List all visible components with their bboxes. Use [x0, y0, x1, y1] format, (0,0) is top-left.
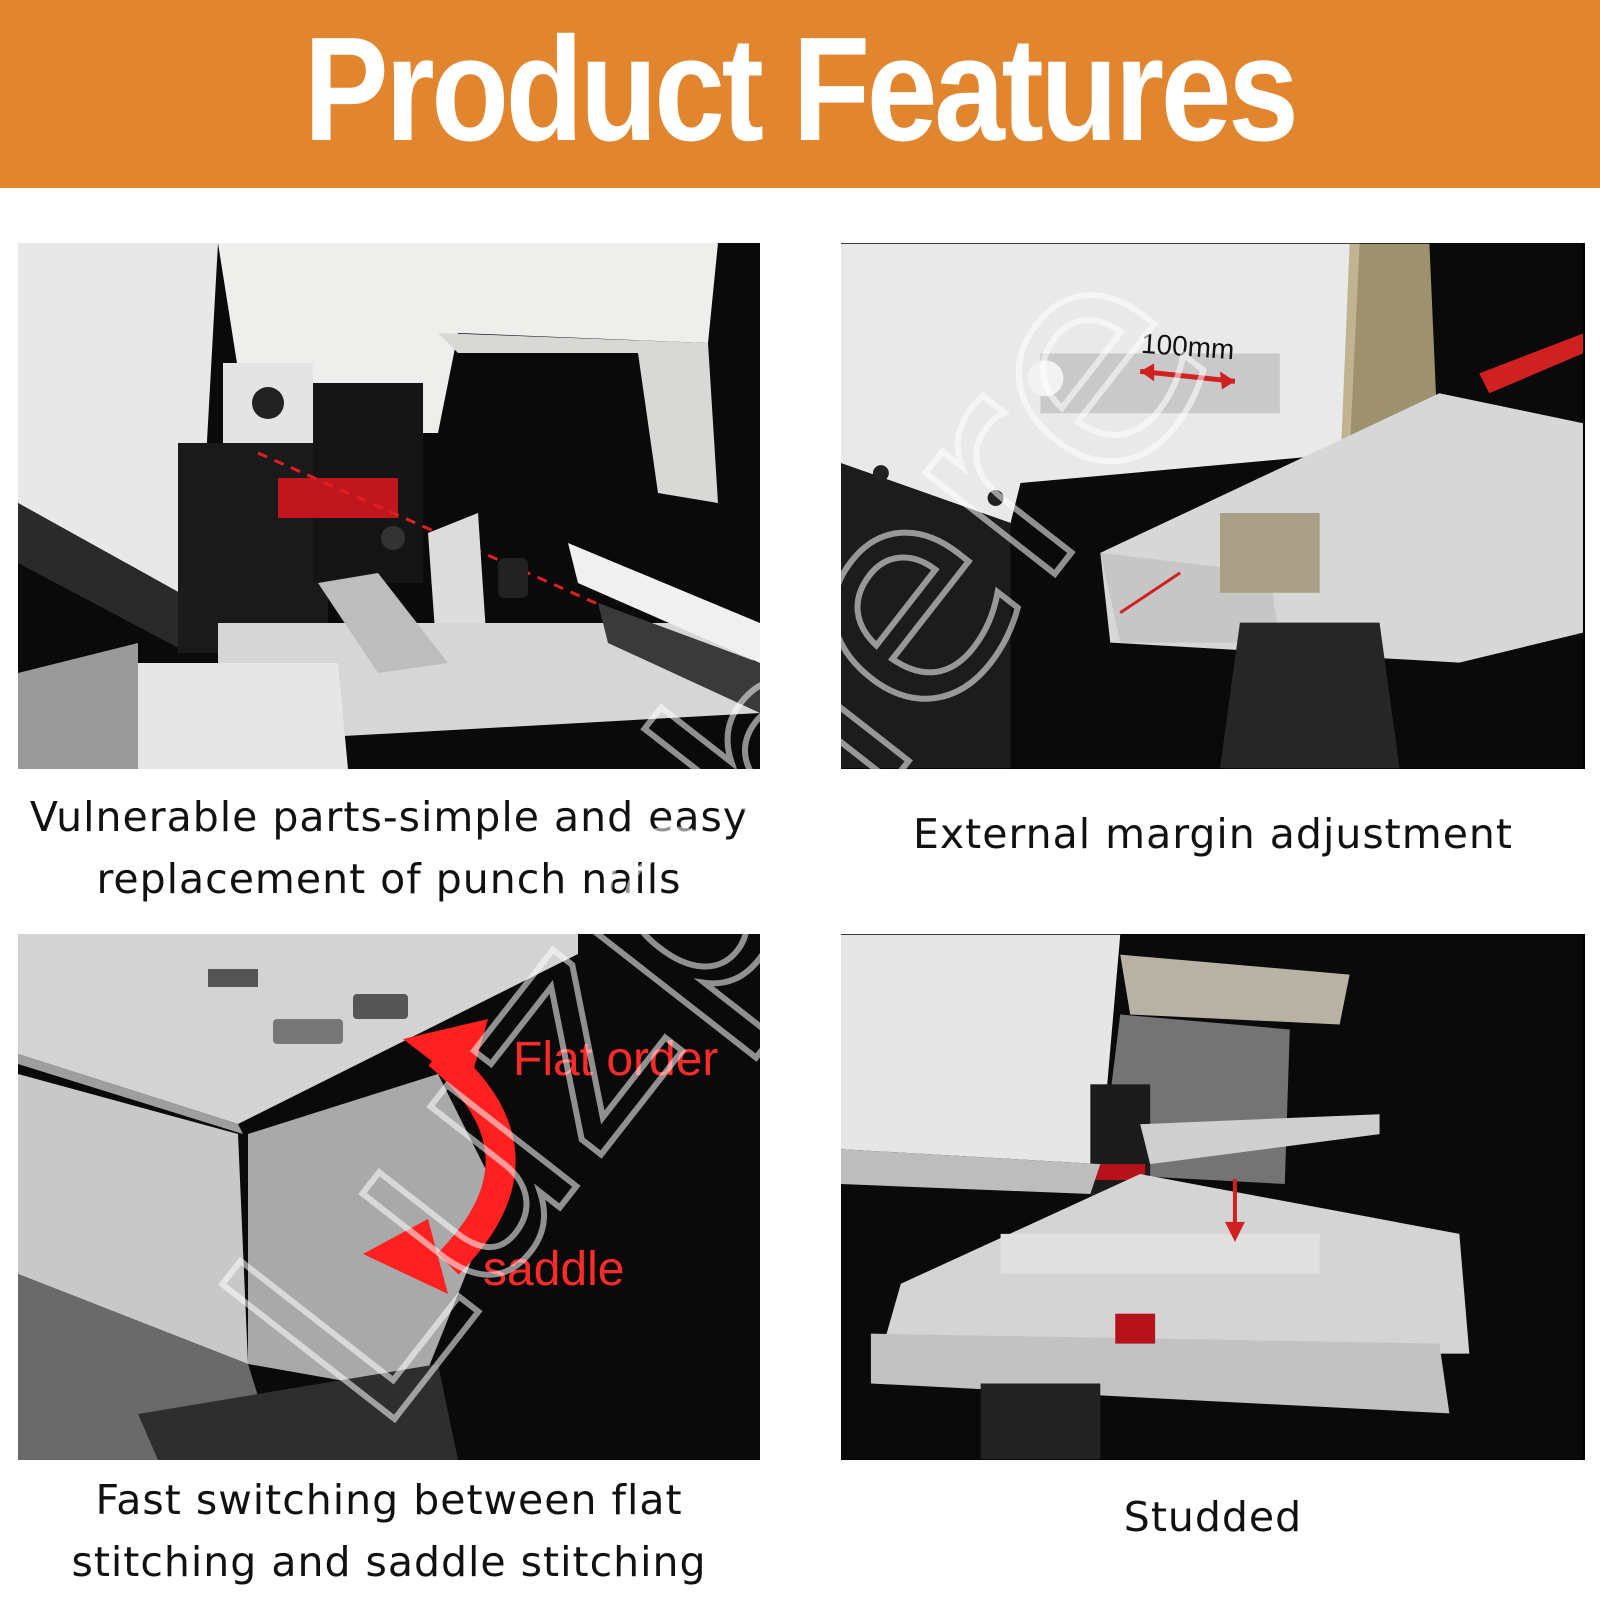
caption-line: Vulnerable parts-simple and easy	[29, 793, 749, 841]
caption-punch-nails: Vulnerable parts-simple and easy replace…	[8, 786, 770, 910]
dimension-label: 100mm	[1140, 327, 1236, 366]
flat-saddle-illustration	[18, 934, 760, 1460]
caption-line: stitching and saddle stitching	[71, 1538, 707, 1586]
page-title: Product Features	[304, 7, 1299, 172]
caption-flat-saddle: Fast switching between flat stitching an…	[8, 1469, 770, 1593]
flat-order-label: Flat order	[513, 1033, 719, 1086]
margin-adjustment-illustration	[841, 243, 1583, 769]
studded-illustration	[841, 934, 1583, 1460]
caption-line: replacement of punch nails	[96, 855, 682, 903]
feature-image-punch-nails	[18, 243, 760, 769]
feature-image-margin-adjustment: 100mm	[841, 243, 1585, 769]
header-banner: Product Features	[0, 0, 1600, 188]
caption-margin-adjustment: External margin adjustment	[913, 810, 1513, 858]
stapler-head-illustration	[18, 243, 760, 769]
caption-line: Fast switching between flat	[95, 1476, 683, 1524]
caption-studded: Studded	[1123, 1493, 1303, 1541]
saddle-label: saddle	[483, 1243, 625, 1296]
feature-image-flat-saddle-switch: Flat order saddle	[18, 934, 760, 1460]
feature-image-studded	[841, 934, 1585, 1460]
